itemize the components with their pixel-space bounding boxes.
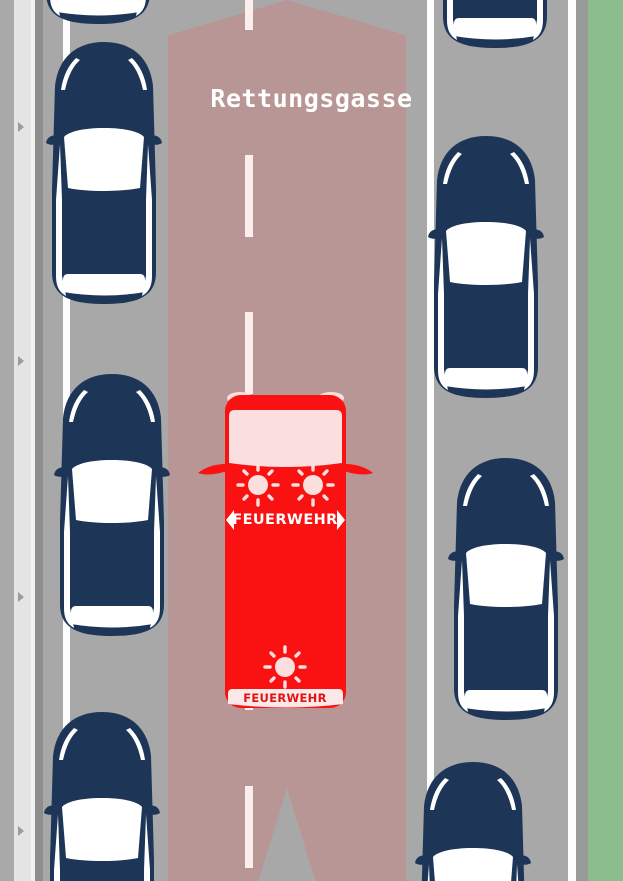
queued-car xyxy=(428,134,544,400)
car-rear-window xyxy=(71,606,153,628)
right-edge-line xyxy=(568,0,576,881)
queued-car xyxy=(54,372,170,638)
delineator-post xyxy=(18,592,24,602)
engine-windscreen xyxy=(229,410,342,467)
engine-rear-beacon xyxy=(263,645,307,689)
right-kerb xyxy=(576,0,588,881)
engine-front-beacons xyxy=(236,463,335,507)
car-windscreen xyxy=(72,460,152,523)
queued-car xyxy=(40,0,156,26)
engine-front-label: FEUERWEHR xyxy=(232,512,337,528)
fire-engine: FEUERWEHR FEUERWEHR xyxy=(198,390,373,715)
delineator-post xyxy=(18,826,24,836)
car-rear-window xyxy=(454,18,536,40)
corridor-dash xyxy=(245,155,253,237)
queued-car xyxy=(415,760,531,881)
car-rear-window xyxy=(445,368,527,390)
engine-rear-label: FEUERWEHR xyxy=(243,691,326,705)
corridor-dash xyxy=(245,786,253,868)
car-windscreen xyxy=(62,798,142,861)
corridor-dash xyxy=(245,312,253,394)
lane-line-right xyxy=(427,0,434,881)
engine-mirrors xyxy=(198,464,373,475)
engine-body xyxy=(225,395,346,708)
car-windscreen xyxy=(446,222,526,285)
car-windscreen xyxy=(433,848,513,881)
queued-car xyxy=(437,0,553,50)
left-verge xyxy=(0,0,14,881)
left-kerb xyxy=(35,0,43,881)
car-windscreen xyxy=(466,544,546,607)
car-rear-window xyxy=(465,690,547,712)
delineator-post xyxy=(18,122,24,132)
roadside-grass xyxy=(588,0,623,881)
car-rear-window xyxy=(57,0,139,16)
delineator-post xyxy=(18,356,24,366)
queued-car xyxy=(46,40,162,306)
car-rear-window xyxy=(63,274,145,296)
engine-rear-band xyxy=(228,689,343,708)
queued-car xyxy=(448,456,564,722)
corridor-dash xyxy=(245,0,253,30)
car-windscreen xyxy=(64,128,144,191)
page-title: Rettungsgasse xyxy=(210,84,413,113)
left-hard-shoulder xyxy=(14,0,31,881)
left-edge-line xyxy=(31,0,35,881)
queued-car xyxy=(44,710,160,881)
